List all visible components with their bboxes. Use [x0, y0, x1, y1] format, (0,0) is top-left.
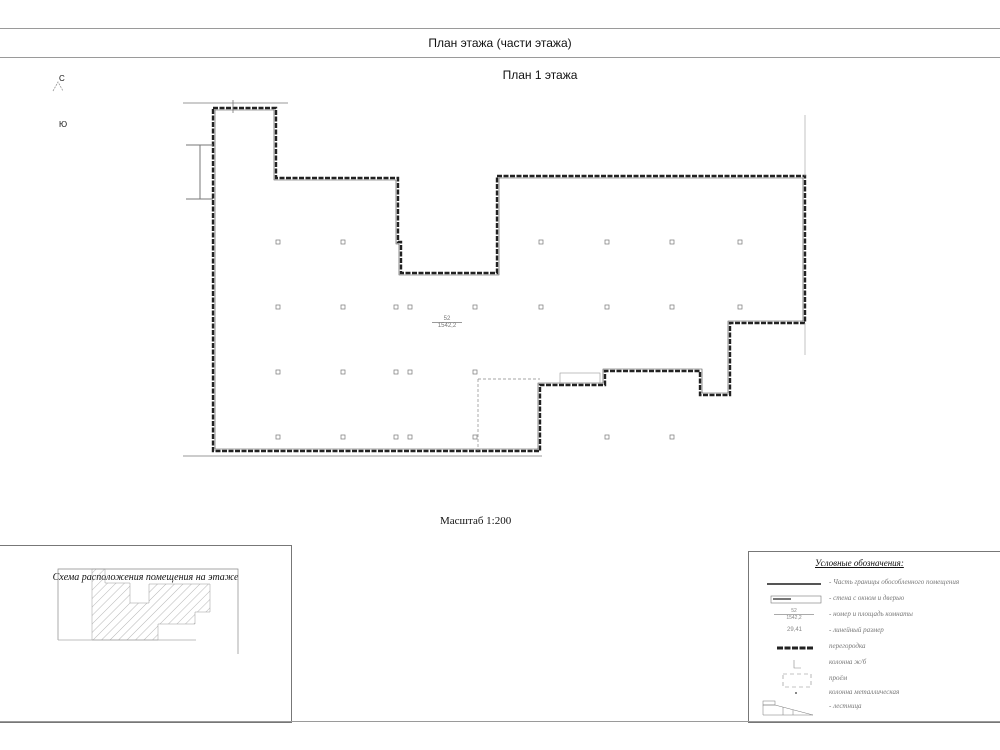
room-number: 52 [432, 316, 462, 323]
frame-top-line [0, 28, 1000, 29]
legend-panel: Условные обозначения: - Часть границы об… [748, 551, 1000, 723]
stairs-icon [762, 700, 814, 716]
column-rc-icon [793, 660, 801, 669]
header-divider [0, 57, 1000, 58]
compass-arrow-icon [52, 81, 64, 92]
sheet-title: План этажа (части этажа) [428, 36, 572, 50]
legend-item-partition: перегородка [749, 640, 999, 656]
boundary-line-icon [767, 583, 821, 585]
opening-icon [782, 673, 812, 688]
scheme-title: Схема расположения помещения на этаже [52, 572, 239, 583]
legend-item-room-number: 52 1542,2 - номер и площадь комнаты [749, 608, 999, 624]
room-label: 52 1542,2 [432, 316, 462, 329]
column-metal-icon [795, 692, 797, 694]
legend-item-column-metal: колонна металлическая [749, 686, 999, 702]
legend-item-dimension: 29,41 - линейный размер [749, 624, 999, 640]
room-number-area-icon: 52 1542,2 [774, 608, 814, 624]
frame-bottom-line [0, 721, 1000, 722]
scheme-diagram [57, 568, 239, 654]
floor-plan [183, 100, 807, 457]
legend-item-opening: проём [749, 672, 999, 688]
compass-south-label: Ю [59, 120, 68, 129]
compass-north-label: С [59, 74, 65, 83]
legend-item-column-rc: колонна ж/б [749, 656, 999, 672]
compass: С Ю [50, 74, 70, 134]
wall-window-icon [770, 595, 822, 604]
legend-item-boundary: - Часть границы обособленного помещения [749, 576, 999, 592]
legend-item-stairs: - лестница [749, 700, 999, 716]
location-scheme-panel: Схема расположения помещения на этаже [0, 545, 292, 723]
columns [275, 239, 743, 440]
scale-label: Масштаб 1:200 [440, 515, 512, 527]
floor-title: План 1 этажа [502, 68, 578, 82]
room-outline [211, 106, 807, 453]
room-area: 1542,2 [437, 323, 457, 329]
plan-walls [183, 100, 807, 457]
legend-title: Условные обозначения: [815, 558, 904, 568]
partition-icon [777, 646, 813, 650]
dimension-icon: 29,41 [787, 627, 803, 633]
legend-item-wall-window: - стена с окном и дверью [749, 592, 999, 608]
